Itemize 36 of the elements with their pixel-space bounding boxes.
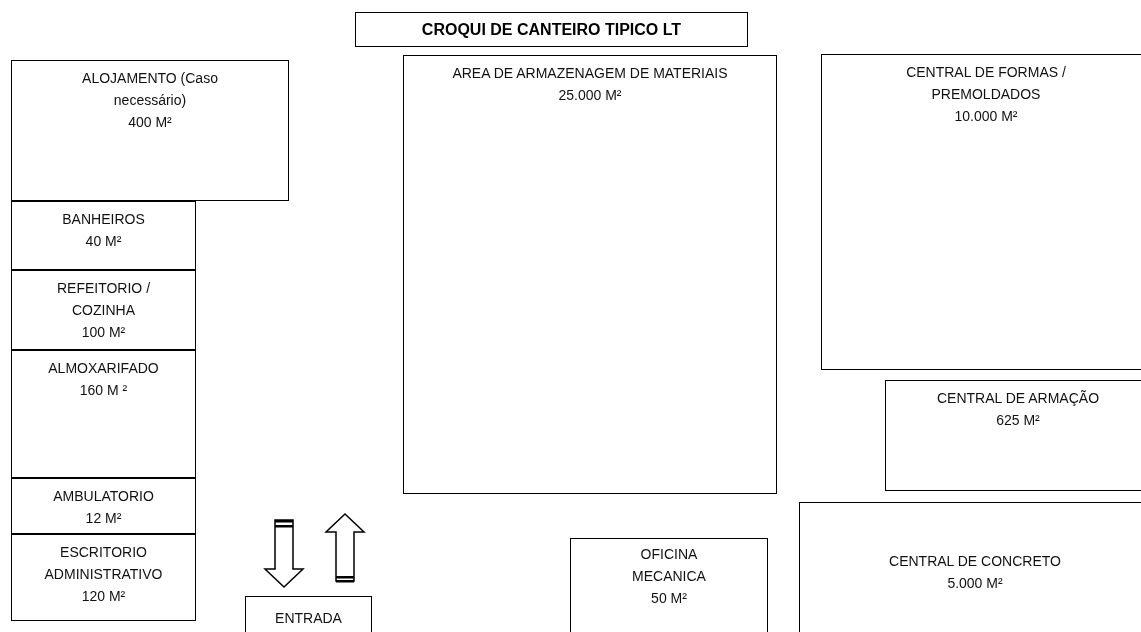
area-name: BANHEIROS — [62, 210, 145, 229]
area-name: AMBULATORIO — [53, 487, 154, 506]
workshop-area — [570, 538, 768, 632]
area-size: 10.000 M² — [954, 107, 1018, 126]
area-name: OFICINA MECANICA — [631, 545, 707, 586]
area-name: CENTRAL DE CONCRETO — [889, 552, 1061, 571]
area-name: CENTRAL DE FORMAS / PREMOLDADOS — [905, 63, 1067, 104]
area-size: 160 M ² — [79, 381, 128, 400]
area-size: 25.000 M² — [558, 86, 622, 105]
office-area — [11, 534, 196, 621]
accommodation-area — [11, 60, 289, 201]
area-name: AREA DE ARMAZENAGEM DE MATERIAIS — [452, 64, 728, 83]
concrete-plant-area — [799, 502, 1141, 632]
area-size: 40 M² — [85, 232, 122, 251]
entrance-box — [245, 596, 372, 632]
area-name: REFEITORIO / COZINHA — [55, 279, 152, 320]
area-size: 50 M² — [651, 589, 687, 608]
area-size: 400 M² — [128, 113, 172, 132]
area-name: ENTRADA — [275, 609, 342, 628]
area-size: 100 M² — [81, 323, 126, 342]
rebar-area — [885, 380, 1141, 491]
area-name: ESCRITORIO ADMINISTRATIVO — [43, 543, 164, 584]
storeroom-area — [11, 350, 196, 478]
area-name: ALMOXARIFADO — [48, 359, 159, 378]
area-size: 120 M² — [81, 587, 126, 606]
area-size: 5.000 M² — [947, 574, 1003, 593]
area-size: 12 M² — [85, 509, 122, 528]
plan-title: CROQUI DE CANTEIRO TIPICO LT — [355, 12, 748, 47]
area-name: ALOJAMENTO (Caso necessário) — [81, 69, 219, 110]
area-name: CENTRAL DE ARMAÇÃO — [936, 389, 1100, 408]
bathroom-area — [11, 201, 196, 270]
kitchen-area — [11, 270, 196, 350]
storage-yard-area — [403, 55, 777, 494]
area-size: 625 M² — [996, 411, 1040, 430]
formwork-area — [821, 54, 1141, 370]
clinic-area — [11, 478, 196, 534]
